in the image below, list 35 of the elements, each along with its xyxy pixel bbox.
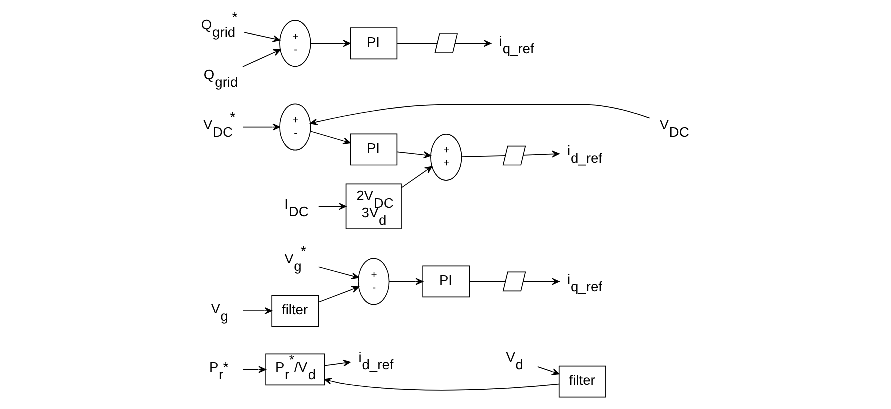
node-box: PI <box>422 266 470 298</box>
arrow <box>318 286 360 303</box>
arrow <box>388 278 424 286</box>
arrow <box>537 366 560 376</box>
node-limiter <box>502 146 526 166</box>
node-box: filter <box>558 366 606 398</box>
arrow <box>242 124 280 131</box>
arrow <box>324 378 560 391</box>
arrow <box>242 366 266 374</box>
node-box: filter <box>272 295 320 327</box>
arrow <box>242 49 282 68</box>
connector <box>469 281 506 282</box>
arrow <box>318 266 360 280</box>
arrow <box>242 308 272 315</box>
node-ellipse: + - <box>358 258 390 306</box>
node-box: PI <box>350 134 398 166</box>
arrow <box>523 278 560 286</box>
connector <box>461 156 506 158</box>
arrow <box>401 166 433 188</box>
connector <box>397 43 438 44</box>
node-ellipse: + - <box>280 20 312 68</box>
arrow <box>310 104 650 126</box>
arrow <box>454 40 492 48</box>
node-ellipse: + + <box>430 134 462 181</box>
arrow <box>324 360 351 367</box>
arrow <box>244 32 281 42</box>
arrow <box>310 40 351 48</box>
arrow <box>310 131 351 145</box>
node-limiter <box>502 272 526 292</box>
node-limiter <box>434 34 458 54</box>
arrow <box>318 203 347 210</box>
arrow <box>397 152 432 159</box>
node-ellipse: + - <box>280 104 312 151</box>
arrow <box>523 150 560 158</box>
node-box: PI <box>350 28 398 60</box>
